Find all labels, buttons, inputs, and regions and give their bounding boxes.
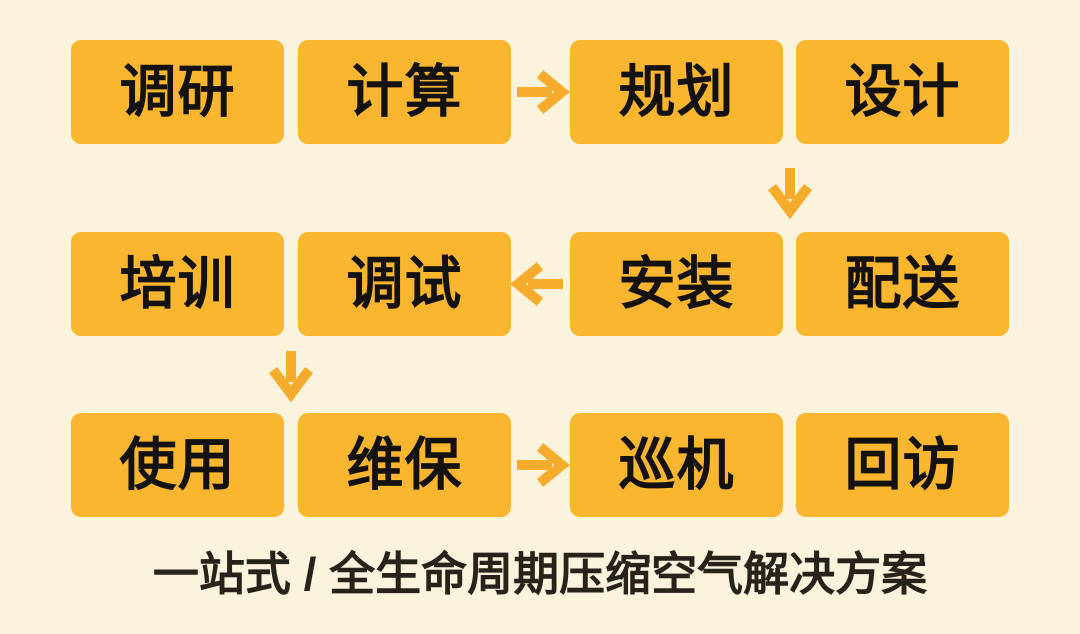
step-box-installation: 安装: [570, 232, 783, 336]
arrow-down-icon: [768, 168, 812, 220]
arrow-right-icon: [517, 70, 570, 114]
arrow-left-icon: [510, 262, 563, 306]
step-box-follow-up-visit: 回访: [796, 413, 1009, 517]
step-box-maintenance: 维保: [298, 413, 511, 517]
step-box-usage: 使用: [71, 413, 284, 517]
step-box-planning: 规划: [570, 40, 783, 144]
arrow-right-icon: [517, 443, 570, 487]
step-box-commissioning: 调试: [298, 232, 511, 336]
arrow-down-icon: [269, 351, 313, 403]
caption-text: 一站式 / 全生命周期压缩空气解决方案: [152, 548, 928, 600]
step-box-design: 设计: [796, 40, 1009, 144]
step-box-machine-inspection: 巡机: [570, 413, 783, 517]
step-box-calculation: 计算: [298, 40, 511, 144]
step-box-delivery: 配送: [796, 232, 1009, 336]
step-box-training: 培训: [71, 232, 284, 336]
step-box-research: 调研: [71, 40, 284, 144]
